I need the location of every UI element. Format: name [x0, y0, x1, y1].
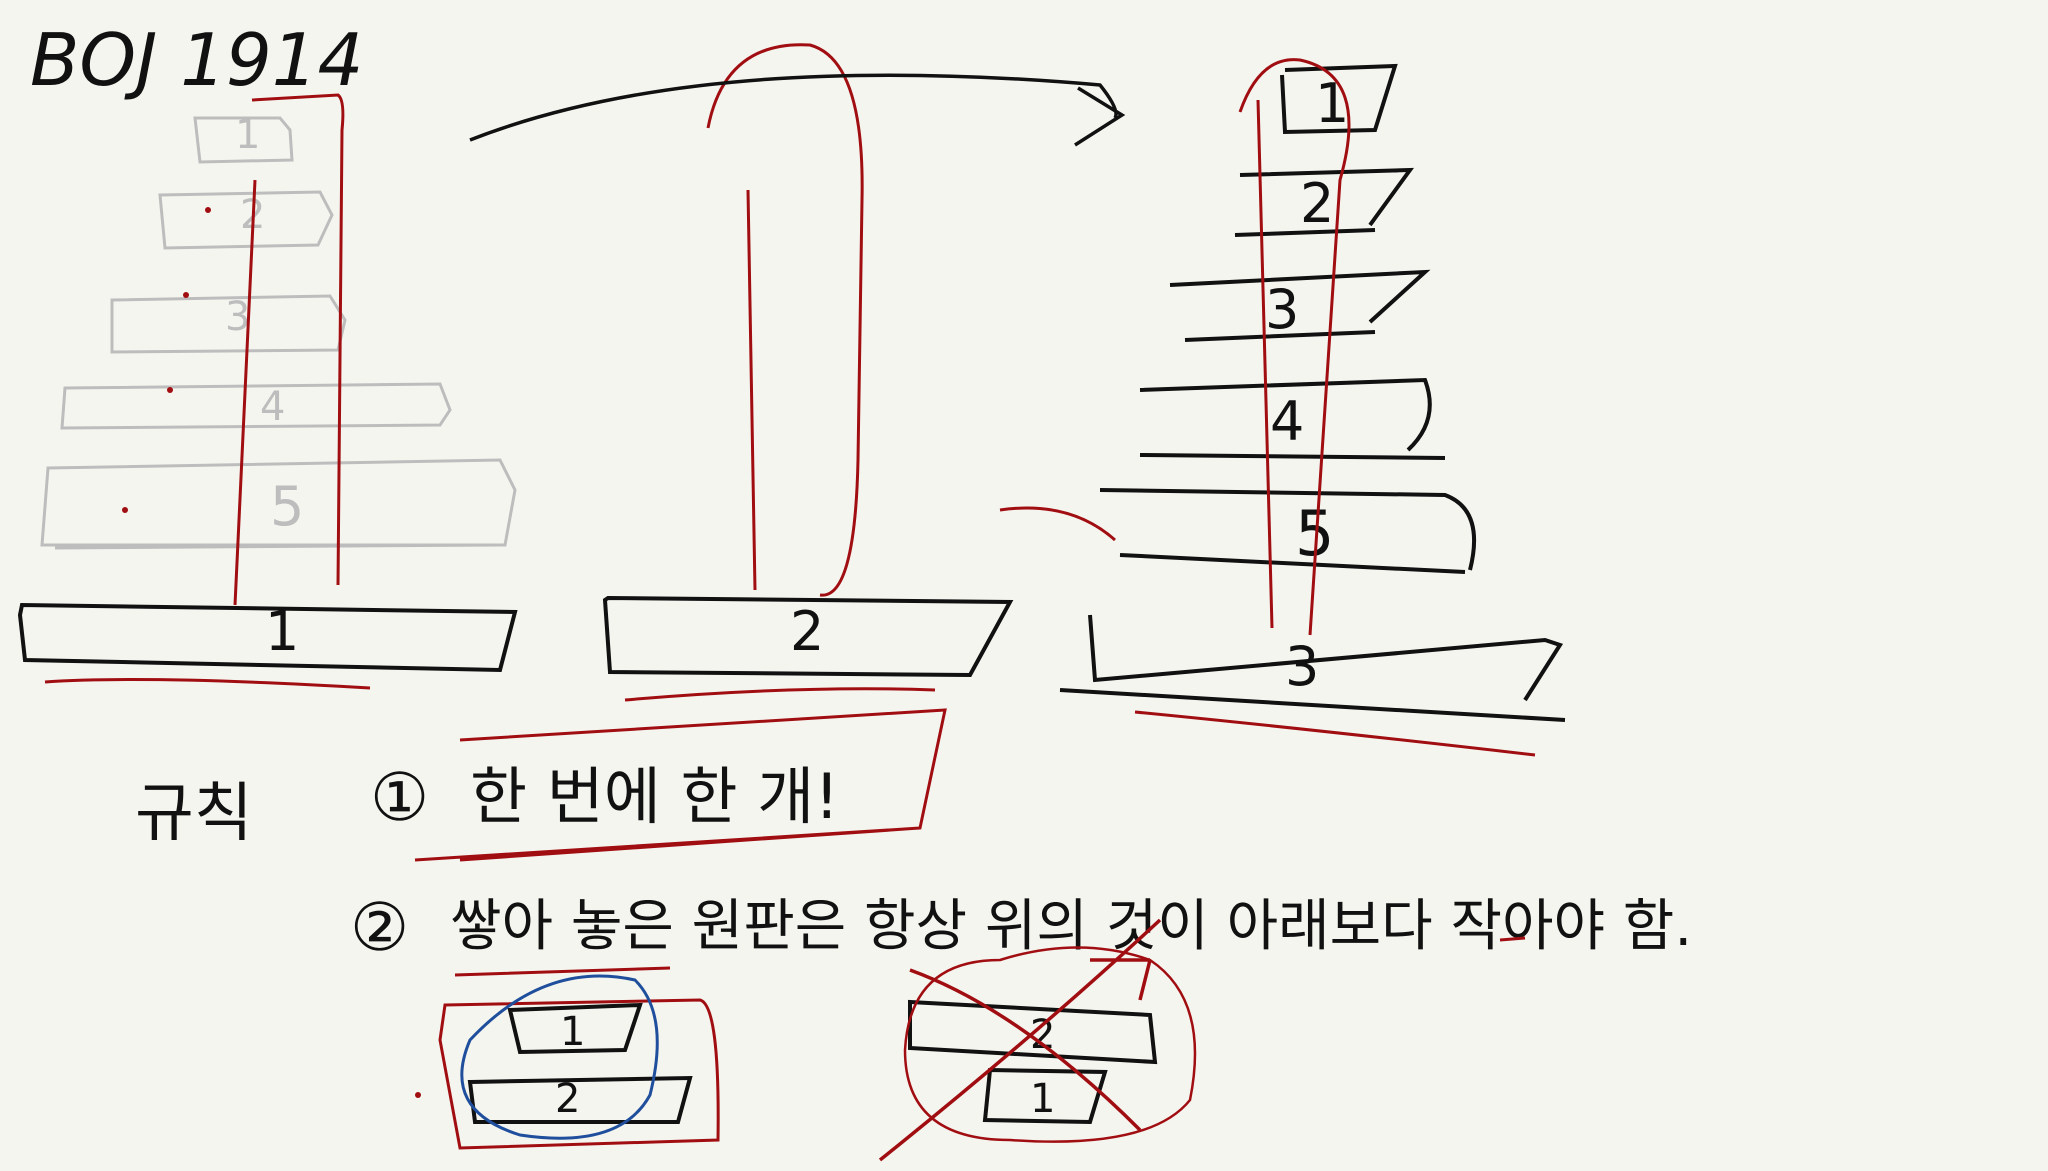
rule-2: ② 쌓아 놓은 원판은 항상 위의 것이 아래보다 작아야 함. [350, 889, 1692, 977]
valid-label-top: 1 [560, 1009, 585, 1055]
right-disk-2 [1234, 167, 1415, 237]
right-disk-label-2: 2 [1300, 172, 1334, 235]
valid-red-frame [438, 998, 720, 1150]
middle-red-peg [706, 43, 864, 597]
rule-1-number: ① [370, 759, 429, 836]
left-disk-label-3: 3 [225, 294, 250, 340]
right-tower [1099, 63, 1477, 574]
invalid-label-bottom: 1 [1030, 1076, 1055, 1122]
right-disk-4 [1139, 377, 1446, 460]
right-disk-5 [1099, 488, 1477, 574]
invalid-red-circle [903, 946, 1197, 1143]
example-invalid: 2 1 [878, 918, 1197, 1162]
left-disk-label-1: 1 [235, 112, 260, 158]
bases [17, 595, 1566, 722]
valid-disk-top [507, 1002, 643, 1055]
right-disk-label-3: 3 [1265, 278, 1299, 341]
base-3 [1059, 614, 1566, 722]
left-disk-5 [40, 458, 517, 547]
rule-1-text: 한 번에 한 개! [470, 760, 839, 833]
left-red-peg [233, 93, 345, 606]
base-1 [17, 602, 518, 673]
left-disk-1 [193, 116, 294, 164]
rules-heading: 규칙 [135, 777, 253, 851]
base-labels: 1 2 3 [265, 600, 1319, 698]
left-disk-label-4: 4 [260, 384, 285, 430]
left-disk-6 [54, 543, 501, 550]
right-disk-label-4: 4 [1270, 390, 1304, 453]
right-red-peg [999, 58, 1351, 636]
rule-2-text: 쌓아 놓은 원판은 항상 위의 것이 아래보다 작아야 함. [450, 894, 1692, 959]
left-disk-2 [158, 190, 334, 250]
right-disk-3 [1169, 269, 1431, 342]
peg-label-3: 3 [1285, 635, 1319, 698]
move-arrow[interactable] [469, 73, 1126, 147]
rule-2-number: ② [350, 889, 409, 966]
invalid-disk-bottom [982, 1067, 1108, 1125]
rule-1-red-box [414, 708, 947, 862]
example-valid: 1 2 [415, 974, 720, 1150]
peg-label-1: 1 [265, 600, 299, 663]
right-disk-1 [1280, 63, 1398, 135]
title: BOJ 1914 [30, 18, 363, 102]
left-tower-dots [122, 207, 211, 513]
left-tower-labels: 1 2 3 4 5 [225, 112, 304, 538]
base-underlines [44, 678, 1536, 757]
rule-2-red-underline [454, 936, 1526, 977]
base-2 [602, 595, 1014, 678]
invalid-disk-top [908, 999, 1158, 1065]
right-disk-label-1: 1 [1315, 72, 1349, 135]
valid-blue-circle [460, 974, 659, 1140]
rule-1: ① 한 번에 한 개! [370, 708, 947, 862]
left-disk-label-5: 5 [270, 475, 304, 538]
peg-label-2: 2 [790, 600, 824, 663]
left-disk-4 [60, 382, 452, 430]
invalid-red-cross [878, 918, 1162, 1162]
valid-label-bottom: 2 [555, 1076, 580, 1122]
